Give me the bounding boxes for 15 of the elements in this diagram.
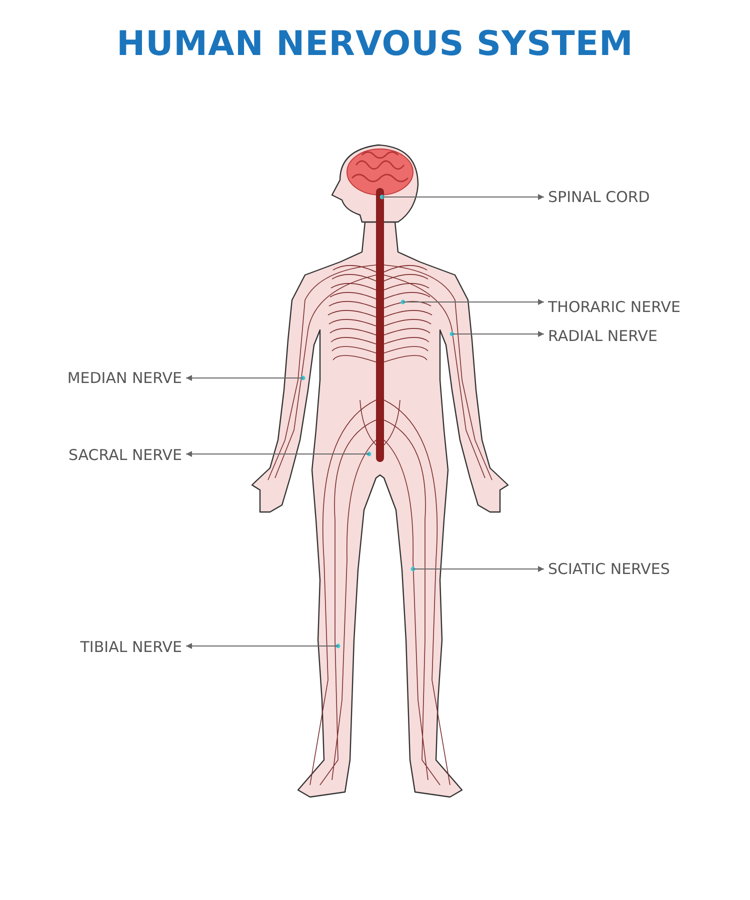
part-label: MEDIAN NERVE: [67, 368, 182, 388]
part-label: SACRAL NERVE: [68, 445, 182, 465]
diagram-title: HUMAN NERVOUS SYSTEM: [116, 24, 634, 64]
part-label: SCIATIC NERVES: [548, 559, 670, 579]
leader-line: [186, 643, 338, 649]
leader-line: [402, 299, 544, 305]
leader-line: [382, 194, 544, 200]
leader-line: [412, 566, 544, 572]
part-label: SPINAL CORD: [548, 187, 650, 207]
part-label: THORARIC NERVE: [548, 297, 680, 317]
leader-line: [186, 451, 370, 457]
part-label: RADIAL NERVE: [548, 326, 658, 346]
leader-line: [452, 331, 544, 337]
leader-line: [186, 375, 304, 381]
part-label: TIBIAL NERVE: [80, 637, 182, 657]
